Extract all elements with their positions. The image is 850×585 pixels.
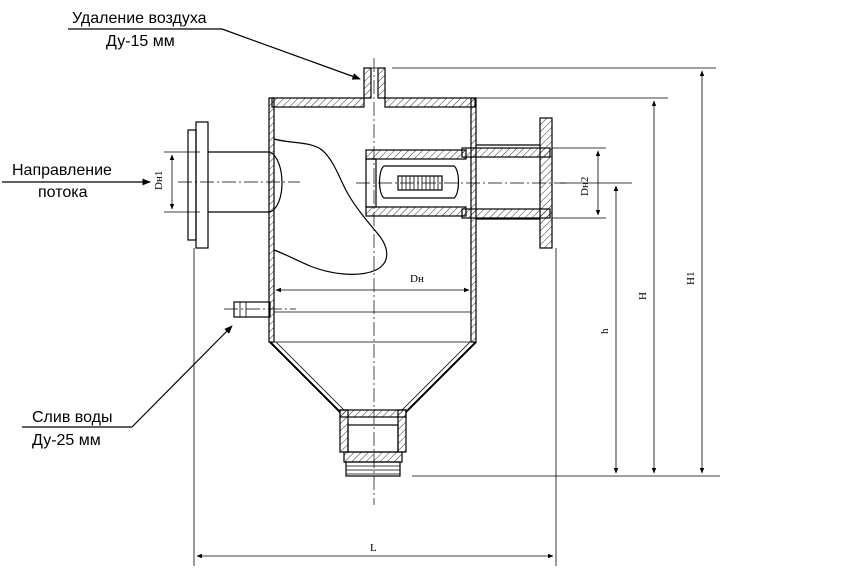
air-vent-pipe <box>363 67 386 99</box>
dim-body-diameter: Dн <box>275 273 470 293</box>
air-removal-title: Удаление воздуха <box>72 10 207 27</box>
water-drain-leader <box>131 325 233 428</box>
dim-inlet-diameter: Dн1 <box>153 151 200 213</box>
dim-inlet-diameter-label: Dн1 <box>153 171 165 190</box>
dim-outlet-diameter-label: Dн2 <box>579 177 591 196</box>
air-removal-size: Ду-15 мм <box>106 33 175 50</box>
side-drain-pipe <box>224 301 296 318</box>
dim-height-outlet-label: h <box>599 328 611 334</box>
dim-length-label: L <box>370 542 377 554</box>
air-removal-leader <box>221 28 361 80</box>
dim-height: H <box>637 100 657 474</box>
bottom-drain-fitting <box>339 409 407 477</box>
top-cover <box>271 97 476 108</box>
dim-height-label: H <box>637 292 649 300</box>
inlet-assembly <box>178 121 300 249</box>
air-removal-callout: Удаление воздуха Ду-15 мм <box>68 10 361 80</box>
water-drain-size: Ду-25 мм <box>32 432 101 449</box>
outlet-assembly <box>356 117 566 249</box>
conical-bottom <box>269 341 477 413</box>
water-drain-callout: Слив воды Ду-25 мм <box>22 325 233 449</box>
dim-height-total: H1 <box>685 70 705 474</box>
dim-height-outlet: h <box>599 185 619 474</box>
water-drain-title: Слив воды <box>32 409 112 426</box>
flow-direction-line1: Направление <box>12 162 112 179</box>
flow-direction-line2: потока <box>38 184 88 201</box>
flow-direction-callout: Направление потока <box>2 162 151 201</box>
body-walls <box>268 97 477 343</box>
dim-height-total-label: H1 <box>685 272 697 285</box>
dim-length: L <box>193 248 557 566</box>
dim-body-diameter-label: Dн <box>410 273 424 285</box>
